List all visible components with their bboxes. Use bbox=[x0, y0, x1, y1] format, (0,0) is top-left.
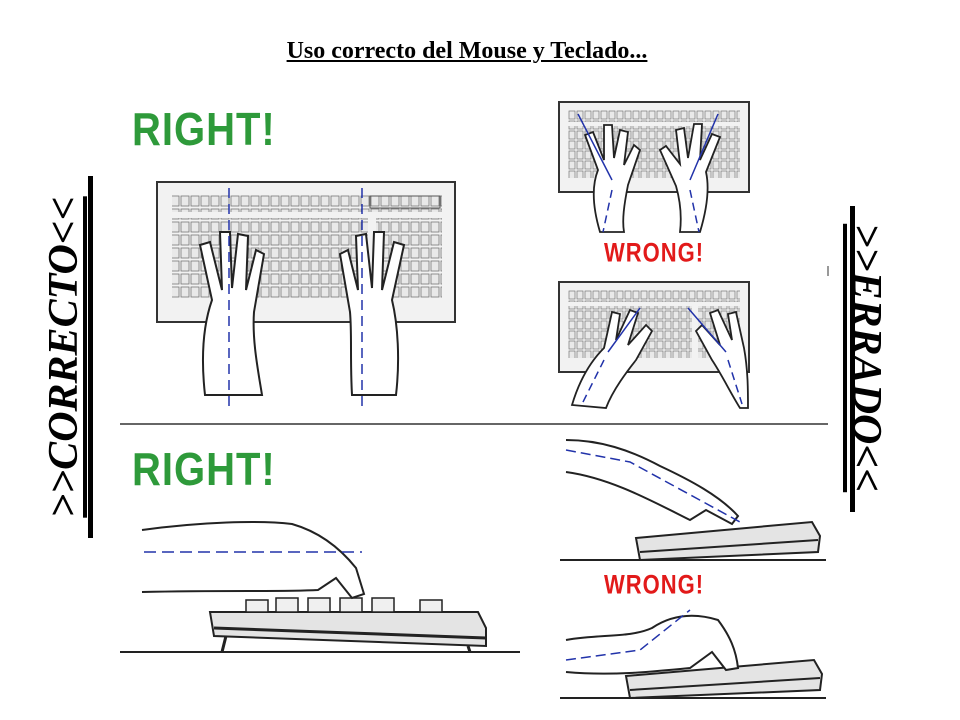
right-callout-bottom: RIGHT! bbox=[132, 444, 276, 496]
wrist-guides-top bbox=[228, 188, 363, 408]
correcto-divider bbox=[88, 176, 93, 538]
hands-wrong-a bbox=[583, 123, 722, 233]
wrist-guides-a bbox=[577, 113, 719, 233]
wrist-guides-b bbox=[581, 307, 743, 405]
side-wrong-a bbox=[560, 439, 826, 562]
right-callout-top: RIGHT! bbox=[132, 104, 276, 156]
page-title: Uso correcto del Mouse y Teclado... bbox=[286, 38, 648, 64]
keyboard-wrong-a bbox=[558, 101, 750, 193]
wrong-callout-bottom: WRONG! bbox=[604, 569, 705, 600]
side-correct bbox=[120, 521, 520, 653]
side-wrong-b bbox=[560, 609, 826, 700]
errado-divider bbox=[850, 206, 855, 512]
hands-correct-top bbox=[198, 231, 406, 396]
wrong-callout-top: WRONG! bbox=[604, 237, 705, 268]
